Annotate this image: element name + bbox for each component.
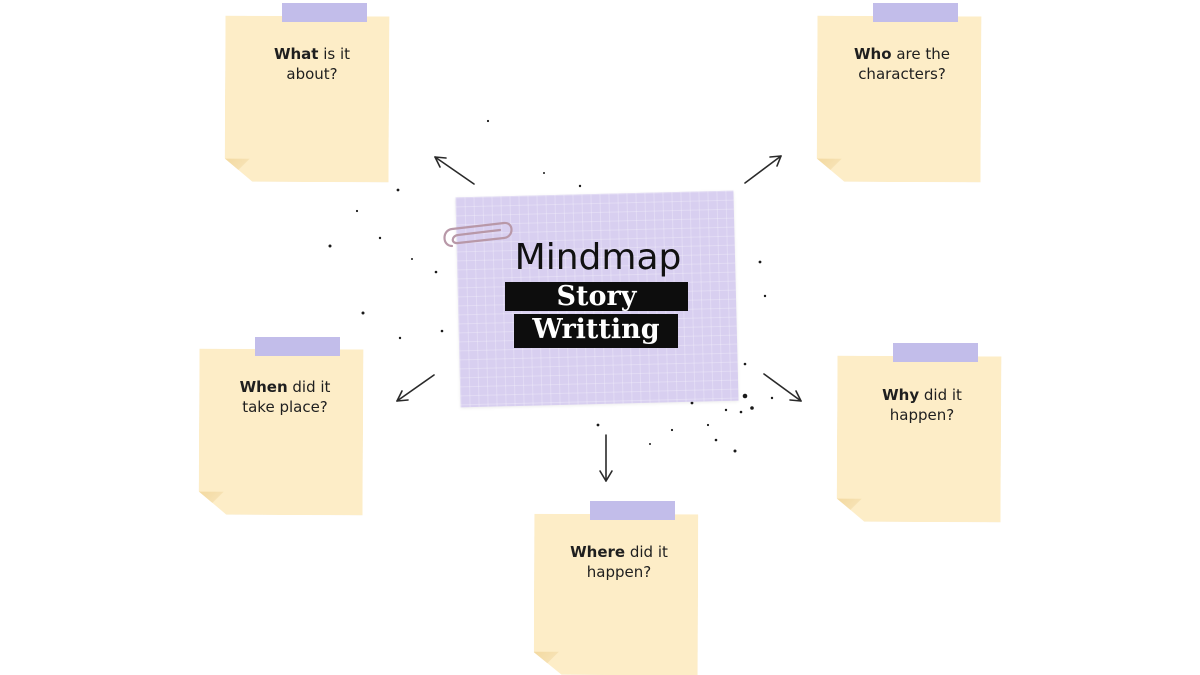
sticky-note-what [225,16,390,183]
paperclip-icon [443,221,513,248]
note-text-where: Where did it happen? [537,542,701,582]
note-text-who: Who are the characters? [820,44,984,84]
arrow-icon-to-who [744,155,782,184]
center-title: Mindmap [514,237,682,278]
note-text-line1: did it [919,386,962,404]
note-text-line1: did it [287,378,331,396]
note-text-line2: characters? [858,65,946,83]
note-text-when: When did it take place? [203,377,367,417]
note-text-why: Why did it happen? [840,385,1004,425]
tape-when [255,337,340,356]
tape-who [873,3,958,22]
note-keyword: When [239,378,288,396]
note-text-line1: are the [891,45,950,63]
sticky-note-when [199,349,364,516]
note-text-line2: happen? [586,563,652,581]
note-text-line1: is it [318,45,351,63]
sticky-note-where [534,514,699,675]
note-text-line2: about? [286,65,338,83]
tape-what [282,3,367,22]
note-keyword: Why [882,386,920,404]
ink-splatter [328,119,774,453]
arrow-icon-to-when [396,374,435,402]
note-keyword: Who [854,45,892,63]
center-subtitle-line1: Story [505,282,688,311]
note-text-what: What is it about? [230,44,394,84]
note-text-line1: did it [625,543,668,561]
note-keyword: What [273,45,319,63]
arrow-icon-to-where [599,434,613,482]
sticky-note-why [837,356,1002,523]
arrow-icon-to-what [434,156,475,185]
note-keyword: Where [570,543,626,561]
sticky-note-who [817,16,982,183]
tape-why [893,343,978,362]
center-subtitle-line2: Writting [514,314,678,348]
note-text-line2: happen? [889,406,955,424]
note-text-line2: take place? [242,398,328,416]
tape-where [590,501,675,520]
arrow-icon-to-why [763,373,802,402]
arrows [396,155,802,482]
